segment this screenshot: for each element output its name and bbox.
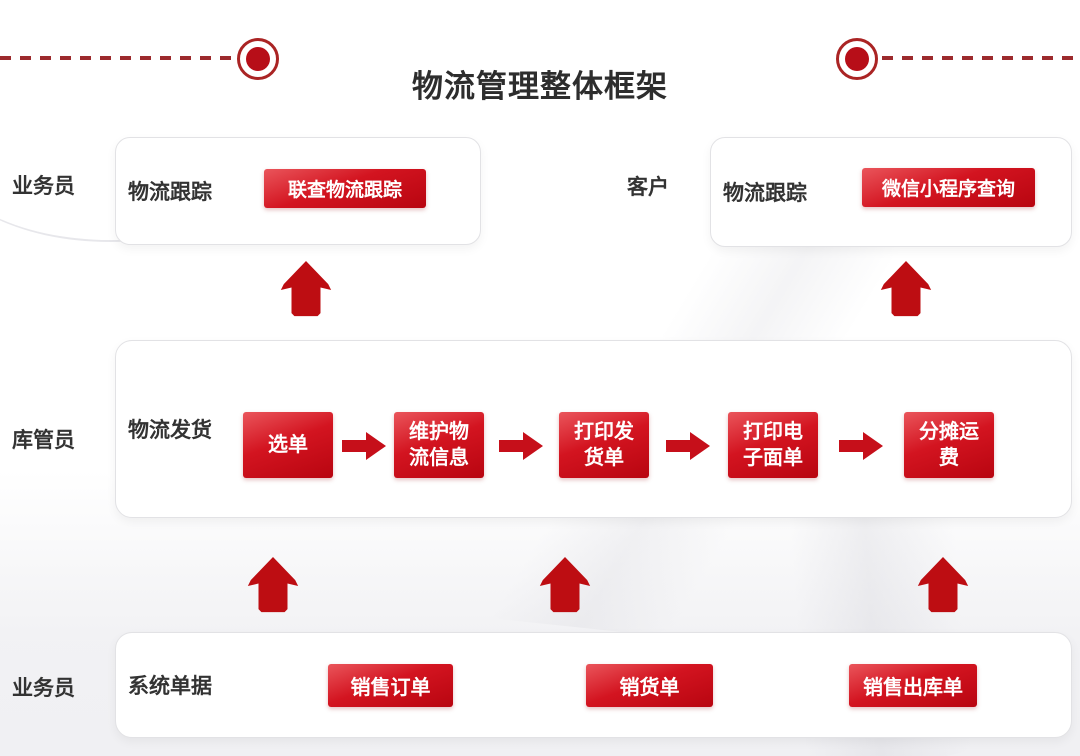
- bullet-dot-icon: [845, 47, 869, 71]
- up-arrow-icon: [539, 556, 591, 613]
- panel-system-documents: 系统单据 销售订单 销货单 销售出库单: [115, 632, 1072, 738]
- title-dash-left: [0, 56, 233, 60]
- right-arrow-icon: [666, 432, 710, 460]
- flow-step-allocate-freight[interactable]: 分摊运费: [904, 412, 994, 478]
- page-title: 物流管理整体框架: [412, 68, 668, 104]
- actor-label-customer: 客户: [627, 176, 669, 199]
- sales-order-button[interactable]: 销售订单: [328, 664, 453, 707]
- right-arrow-icon: [499, 432, 543, 460]
- actor-label-salesman-top: 业务员: [12, 175, 75, 198]
- panel-logistics-shipping: 物流发货 选单 维护物流信息 打印发货单 打印电子面单 分摊运费: [115, 340, 1072, 518]
- up-arrow-icon: [917, 556, 969, 613]
- bullet-dot-icon: [246, 47, 270, 71]
- up-arrow-icon: [280, 260, 332, 317]
- flow-step-select-order[interactable]: 选单: [243, 412, 333, 478]
- right-arrow-icon: [839, 432, 883, 460]
- flow-step-maintain-logistics-info[interactable]: 维护物流信息: [394, 412, 484, 478]
- panel-logistics-tracking-customer: 物流跟踪 微信小程序查询: [710, 137, 1072, 247]
- wechat-miniprogram-query-button[interactable]: 微信小程序查询: [862, 168, 1035, 207]
- right-arrow-icon: [342, 432, 386, 460]
- actor-label-salesman-bottom: 业务员: [12, 677, 75, 700]
- flow-step-print-ewaybill[interactable]: 打印电子面单: [728, 412, 818, 478]
- up-arrow-icon: [247, 556, 299, 613]
- module-label-logistics-tracking: 物流跟踪: [128, 181, 212, 204]
- actor-label-warehouse-keeper: 库管员: [12, 429, 75, 452]
- sales-delivery-button[interactable]: 销货单: [586, 664, 713, 707]
- joint-query-tracking-button[interactable]: 联查物流跟踪: [264, 169, 426, 208]
- module-label-system-documents: 系统单据: [128, 675, 212, 698]
- sales-outbound-button[interactable]: 销售出库单: [849, 664, 977, 707]
- panel-logistics-tracking-salesman: 物流跟踪 联查物流跟踪: [115, 137, 481, 245]
- up-arrow-icon: [880, 260, 932, 317]
- title-dash-right: [882, 56, 1080, 60]
- bullet-circle-icon: [237, 38, 279, 80]
- module-label-logistics-tracking: 物流跟踪: [723, 182, 807, 205]
- bullet-circle-icon: [836, 38, 878, 80]
- flow-step-print-delivery-note[interactable]: 打印发货单: [559, 412, 649, 478]
- module-label-logistics-shipping: 物流发货: [128, 419, 212, 442]
